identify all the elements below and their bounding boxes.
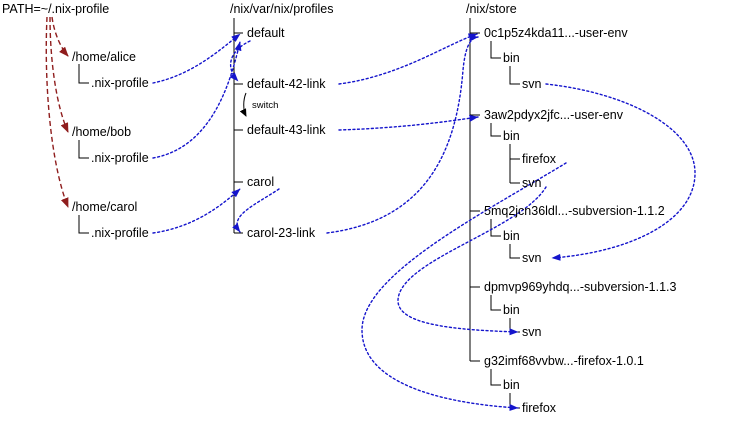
alice-nix-profile-label: .nix-profile <box>91 76 149 90</box>
edge-userenv2-svn-to-subversion113-svn <box>397 186 547 336</box>
store-firefox-101-bin-label: bin <box>503 378 520 392</box>
store-user-env-1-label: 0c1p5z4kda11...-user-env <box>484 26 628 40</box>
switch-arrow <box>239 92 247 117</box>
bob-nix-profile-label: .nix-profile <box>91 151 149 165</box>
store-pkg3-subtree <box>490 219 520 259</box>
store-user-env-1-svn-label: svn <box>522 77 542 91</box>
edge-carol-profile-to-carol <box>152 188 241 234</box>
store-trunk <box>469 18 480 362</box>
store-subversion-113-label: dpmvp969yhdq...-subversion-1.1.3 <box>484 280 677 294</box>
store-subversion-113-svn-label: svn <box>522 325 542 339</box>
home-alice-label: /home/alice <box>72 50 136 64</box>
home-bob-branch <box>78 140 89 159</box>
store-subversion-112-svn-label: svn <box>522 251 542 265</box>
profile-carol-label: carol <box>247 175 274 189</box>
carol-nix-profile-label: .nix-profile <box>91 226 149 240</box>
home-carol-label: /home/carol <box>72 200 137 214</box>
edge-carol-to-carol-23-link <box>232 188 280 233</box>
symlink-arrows <box>152 33 696 411</box>
edge-alice-profile-to-default <box>152 33 241 84</box>
store-dir-header: /nix/store <box>466 2 517 16</box>
profile-default-label: default <box>247 26 285 40</box>
home-alice-branch <box>78 64 89 84</box>
edge-default-to-default-42-link <box>229 40 251 82</box>
store-firefox-101-label: g32imf68vvbw...-firefox-1.0.1 <box>484 354 644 368</box>
edge-default-42-link-to-user-env-1 <box>338 33 478 85</box>
edge-path-to-alice <box>51 16 69 57</box>
store-user-env-2-label: 3aw2pdyx2jfc...-user-env <box>484 108 624 122</box>
store-pkg2-subtree <box>490 123 520 184</box>
profiles-dir-header: /nix/var/nix/profiles <box>230 2 334 16</box>
store-user-env-2-bin-label: bin <box>503 129 520 143</box>
store-subversion-112-label: 5mq2jcn36ldl...-subversion-1.1.2 <box>484 204 665 218</box>
profile-carol-23-link-label: carol-23-link <box>247 226 316 240</box>
edge-bob-profile-to-default <box>152 41 242 159</box>
store-user-env-2-svn-label: svn <box>522 176 542 190</box>
profile-default-43-link-label: default-43-link <box>247 123 326 137</box>
store-pkg1-subtree <box>490 41 520 85</box>
edge-userenv2-firefox-to-firefox101-firefox <box>361 162 567 411</box>
profile-default-42-link-label: default-42-link <box>247 77 326 91</box>
profiles-trunk <box>233 18 243 234</box>
store-firefox-101-firefox-label: firefox <box>522 401 557 415</box>
store-subversion-112-bin-label: bin <box>503 229 520 243</box>
path-reference-arrows <box>45 16 69 208</box>
home-bob-label: /home/bob <box>72 125 131 139</box>
edge-path-to-bob <box>49 16 69 133</box>
store-user-env-1-bin-label: bin <box>503 51 520 65</box>
edge-path-to-carol <box>45 16 69 208</box>
edge-default-43-link-to-user-env-2 <box>338 114 479 131</box>
edge-carol-23-link-to-user-env-1 <box>326 34 479 234</box>
edge-userenv1-svn-to-subversion112-svn <box>545 83 696 261</box>
store-subversion-113-bin-label: bin <box>503 303 520 317</box>
home-carol-branch <box>78 215 89 234</box>
path-env-label: PATH=~/.nix-profile <box>2 2 109 16</box>
switch-annotation-label: switch <box>252 100 278 111</box>
store-user-env-2-firefox-label: firefox <box>522 152 557 166</box>
